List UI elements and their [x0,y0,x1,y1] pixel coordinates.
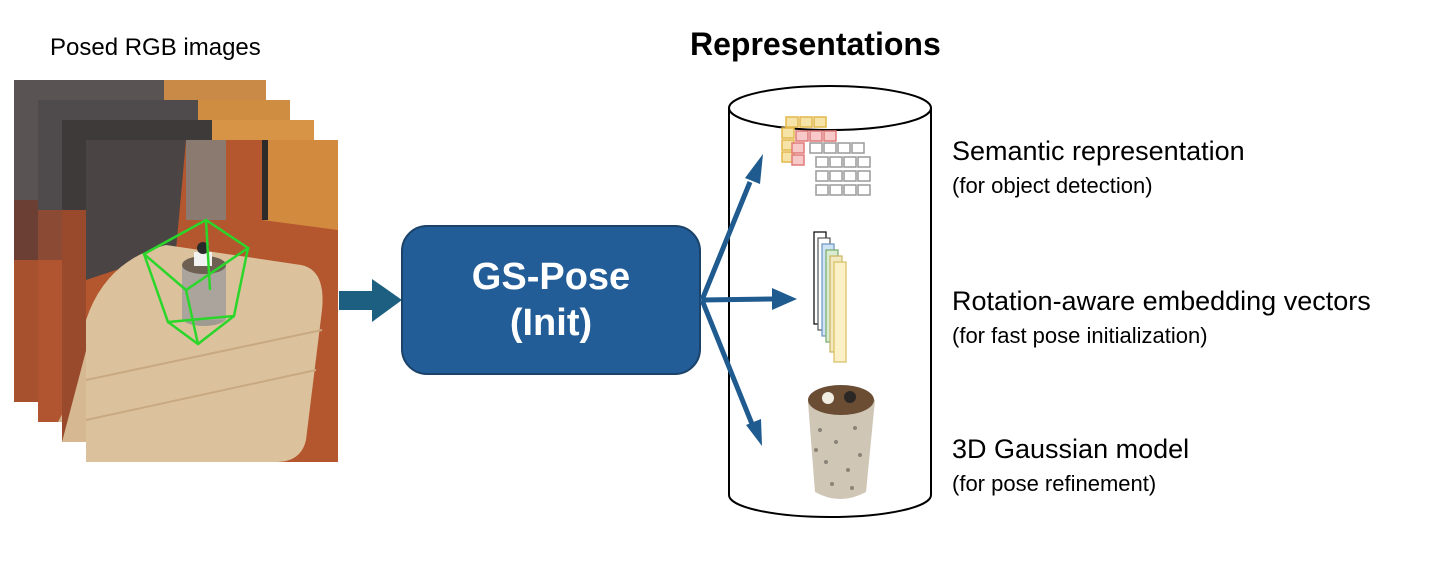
input-images-title: Posed RGB images [50,34,261,61]
representation-rotation-embedding: Rotation-aware embedding vectors (for fa… [952,286,1371,349]
representation-semantic: Semantic representation (for object dete… [952,136,1245,199]
representation-purpose: (for fast pose initialization) [952,323,1208,348]
gs-pose-module: GS-Pose (Init) [401,225,701,375]
representation-purpose: (for object detection) [952,173,1153,198]
gaussian-model-icon [808,385,875,499]
input-image-front [86,140,338,462]
module-subtitle: (Init) [509,302,593,344]
representation-gaussian-model: 3D Gaussian model (for pose refinement) [952,434,1189,497]
output-arrows [699,154,797,446]
representation-name: 3D Gaussian model [952,434,1190,464]
semantic-grid-icon [781,116,871,196]
module-title: GS-Pose [471,255,631,298]
representations-title: Representations [690,26,941,62]
representation-purpose: (for pose refinement) [952,471,1157,496]
embedding-vectors-icon [813,231,847,363]
representation-name: Semantic representation [952,136,1245,166]
representation-name: Rotation-aware embedding vectors [952,286,1371,316]
